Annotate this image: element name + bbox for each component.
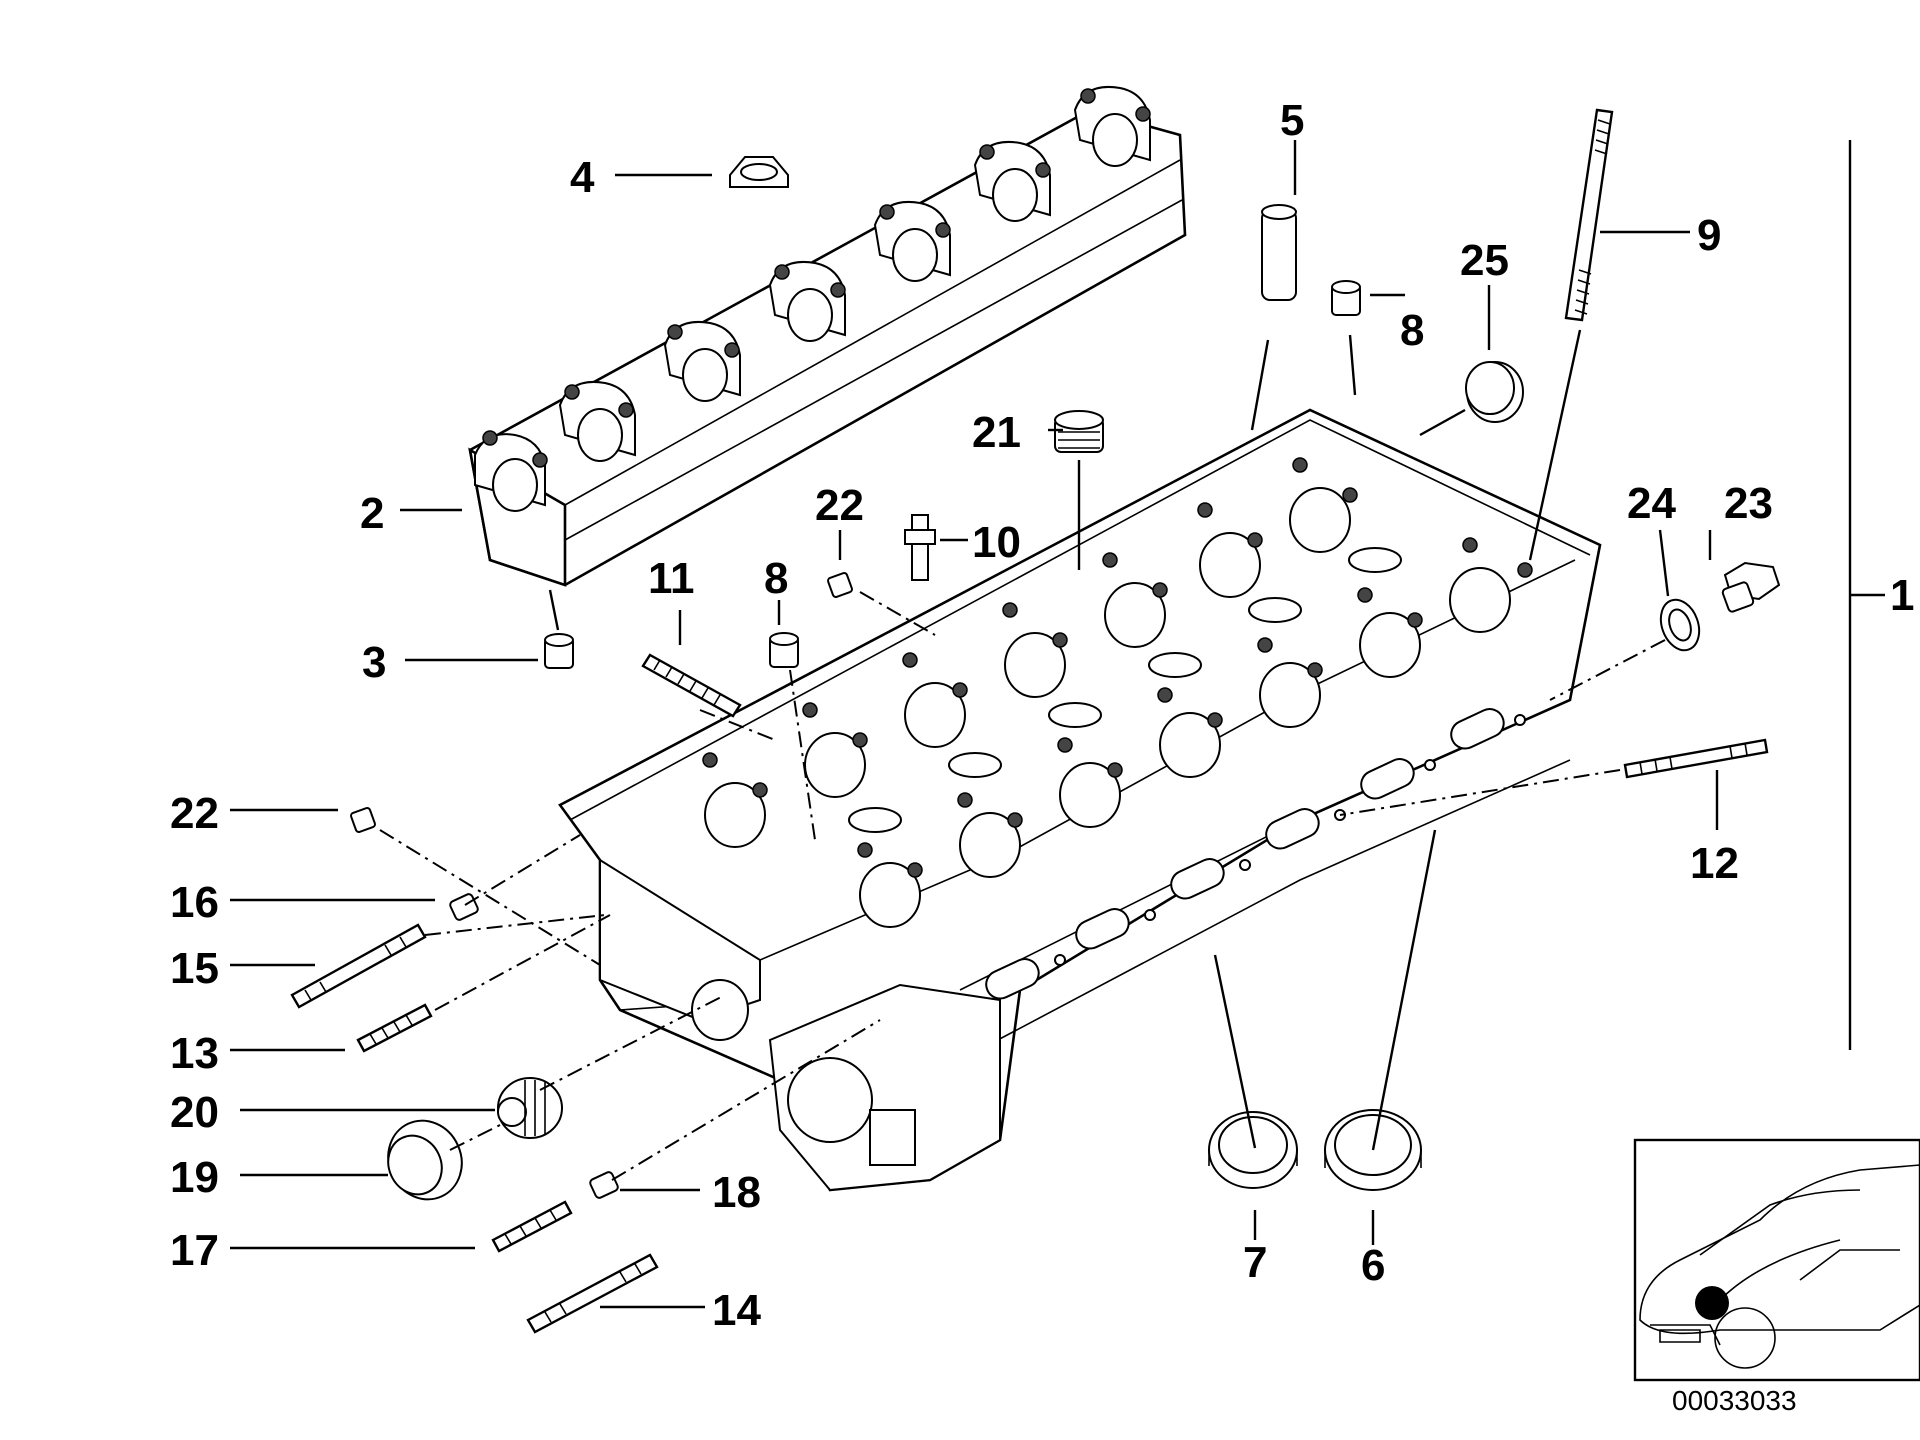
vehicle-location-inset: [1633, 1138, 1920, 1382]
plug-part-20: [497, 1077, 563, 1139]
label-part-13: 13: [170, 1029, 219, 1078]
label-part-15: 15: [170, 944, 219, 993]
washer-part-24: [1659, 598, 1701, 652]
sleeve-part-8-lower: [769, 632, 799, 668]
label-part-12: 12: [1690, 839, 1739, 888]
stud-part-12: [1623, 738, 1769, 779]
cap-part-25: [1465, 361, 1524, 423]
assembly-lines: [379, 591, 1666, 1181]
label-part-1: 1: [1890, 571, 1914, 620]
reference-code: 00033033: [1672, 1385, 1797, 1416]
sleeve-part-16: [449, 893, 479, 921]
car-outline-icon: [1639, 1164, 1920, 1369]
ring-part-7: [1208, 1111, 1298, 1189]
stud-part-17: [491, 1200, 573, 1253]
label-part-22a: 22: [815, 481, 864, 530]
stud-part-11: [641, 653, 742, 718]
stud-part-14: [526, 1253, 659, 1334]
label-part-25: 25: [1460, 236, 1509, 285]
stud-part-13: [356, 1003, 433, 1053]
sleeve-part-8-top: [1331, 280, 1361, 316]
label-part-7: 7: [1243, 1238, 1267, 1287]
sleeve-part-3: [544, 633, 574, 669]
location-marker: [1695, 1286, 1729, 1320]
label-part-16: 16: [170, 878, 219, 927]
label-part-22b: 22: [170, 789, 219, 838]
label-part-24: 24: [1627, 479, 1676, 528]
sleeve-part-18: [589, 1171, 619, 1199]
label-part-8a: 8: [1400, 306, 1424, 355]
label-part-6: 6: [1361, 1241, 1385, 1290]
ring-part-19: [387, 1119, 463, 1201]
part-labels: 4 2 3 5 8 25 9 21 22 10 11 8 24 23 1 12 …: [170, 96, 1914, 1335]
cylinder-head: [558, 408, 1602, 1192]
label-part-17: 17: [170, 1226, 219, 1275]
sleeve-part-22-left: [350, 807, 376, 833]
label-part-8b: 8: [764, 554, 788, 603]
pin-part-5: [1261, 204, 1297, 301]
plug-part-21: [1054, 410, 1104, 453]
label-part-21: 21: [972, 408, 1021, 457]
bolt-part-10: [904, 514, 936, 581]
label-part-2: 2: [360, 489, 384, 538]
label-part-4: 4: [570, 153, 595, 202]
label-part-23: 23: [1724, 479, 1773, 528]
label-part-3: 3: [362, 638, 386, 687]
plug-part-23: [1721, 561, 1781, 613]
leader-lines: [230, 140, 1885, 1309]
sleeve-part-22-top: [827, 572, 853, 598]
stud-part-9: [1564, 108, 1614, 322]
camshaft-carrier: [468, 86, 1187, 587]
label-part-14: 14: [712, 1286, 761, 1335]
label-part-18: 18: [712, 1168, 761, 1217]
label-part-19: 19: [170, 1153, 219, 1202]
label-part-10: 10: [972, 518, 1021, 567]
nut-part-4: [729, 156, 789, 188]
label-part-5: 5: [1280, 96, 1304, 145]
label-part-20: 20: [170, 1088, 219, 1137]
label-part-11: 11: [648, 554, 695, 603]
label-part-9: 9: [1697, 211, 1721, 260]
stud-part-15: [290, 923, 427, 1009]
